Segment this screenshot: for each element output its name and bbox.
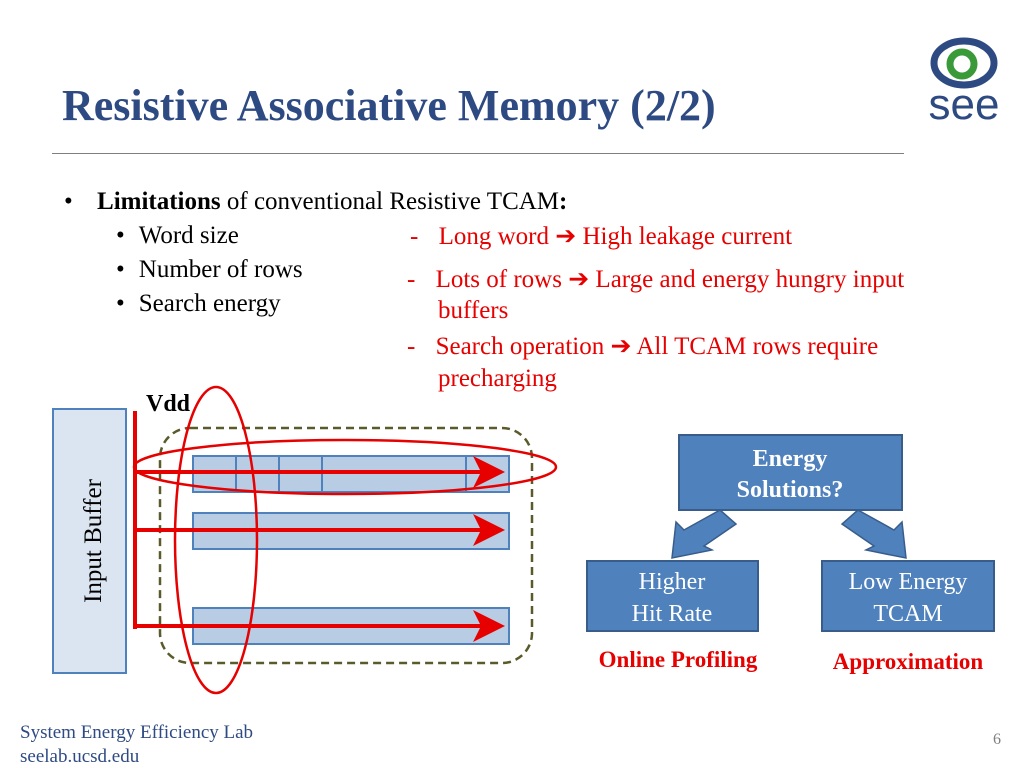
input-buffer-label: Input Buffer xyxy=(80,478,107,602)
long-word-highlight-ellipse xyxy=(132,438,558,496)
main-bullet-colon: : xyxy=(559,188,568,215)
see-logo: see xyxy=(929,37,1000,126)
note-search-operation-cont: precharging xyxy=(438,365,557,392)
note-lots-of-rows: - Lots of rows ➔ Large and energy hungry… xyxy=(407,264,904,294)
sub-bullet-label: Number of rows xyxy=(138,256,303,283)
note-text: Large and energy hungry input xyxy=(595,266,905,293)
tcam-array-boundary xyxy=(158,426,534,665)
higher-hit-rate-line1: Higher xyxy=(639,569,706,595)
higher-hit-rate-line2: Hit Rate xyxy=(632,601,713,627)
energy-solutions-line1: Energy xyxy=(753,446,828,472)
arrow-right-icon: ➔ xyxy=(568,266,590,293)
main-bullet: • Limitations of conventional Resistive … xyxy=(64,188,567,216)
footer-url: seelab.ucsd.edu xyxy=(20,746,140,767)
note-text: Lots of rows xyxy=(435,266,562,293)
low-energy-tcam-line1: Low Energy xyxy=(849,569,968,595)
note-long-word: - Long word ➔ High leakage current xyxy=(410,221,792,251)
sub-bullet-word-size: • Word size xyxy=(116,222,239,250)
sub-bullet-number-of-rows: • Number of rows xyxy=(116,256,303,284)
bullet-dot-icon: • xyxy=(116,222,125,249)
block-arrow-left-icon xyxy=(671,509,738,559)
low-energy-tcam-line2: TCAM xyxy=(873,601,942,627)
energy-solutions-box xyxy=(678,434,903,511)
main-bullet-text: of conventional Resistive TCAM xyxy=(220,188,560,215)
block-arrow-right-icon xyxy=(840,509,907,559)
note-text: High leakage current xyxy=(582,223,793,250)
slide-title: Resistive Associative Memory (2/2) xyxy=(62,81,716,130)
arrow-right-icon: ➔ xyxy=(610,333,632,360)
approximation-label: Approximation xyxy=(833,649,984,674)
dash-icon: - xyxy=(410,223,419,250)
vdd-label: Vdd xyxy=(146,391,191,417)
rows-highlight-ellipse xyxy=(173,385,259,695)
title-divider xyxy=(52,153,904,154)
arrow-right-icon: ➔ xyxy=(555,223,577,250)
note-text: All TCAM rows require xyxy=(636,333,879,360)
bullet-dot-icon: • xyxy=(64,188,73,215)
eye-outline-icon xyxy=(930,37,998,89)
dash-icon: - xyxy=(407,333,416,360)
logo-text: see xyxy=(929,80,1000,126)
input-buffer-box xyxy=(52,408,127,674)
energy-solutions-line2: Solutions? xyxy=(737,477,844,503)
dash-icon: - xyxy=(407,266,416,293)
bullet-dot-icon: • xyxy=(116,256,125,283)
higher-hit-rate-box xyxy=(586,560,759,632)
main-bullet-bold: Limitations xyxy=(97,188,221,215)
note-search-operation: - Search operation ➔ All TCAM rows requi… xyxy=(407,331,878,361)
sub-bullet-label: Search energy xyxy=(138,290,281,317)
note-lots-of-rows-cont: buffers xyxy=(438,297,509,324)
sub-bullet-search-energy: • Search energy xyxy=(116,290,281,318)
page-number: 6 xyxy=(993,731,1001,748)
sub-bullet-label: Word size xyxy=(138,222,239,249)
low-energy-tcam-box xyxy=(821,560,995,632)
bullet-dot-icon: • xyxy=(116,290,125,317)
footer-lab-name: System Energy Efficiency Lab xyxy=(20,722,254,743)
note-text: Search operation xyxy=(435,333,605,360)
online-profiling-label: Online Profiling xyxy=(599,647,758,672)
note-text: Long word xyxy=(438,223,549,250)
eye-iris-icon xyxy=(946,48,978,80)
